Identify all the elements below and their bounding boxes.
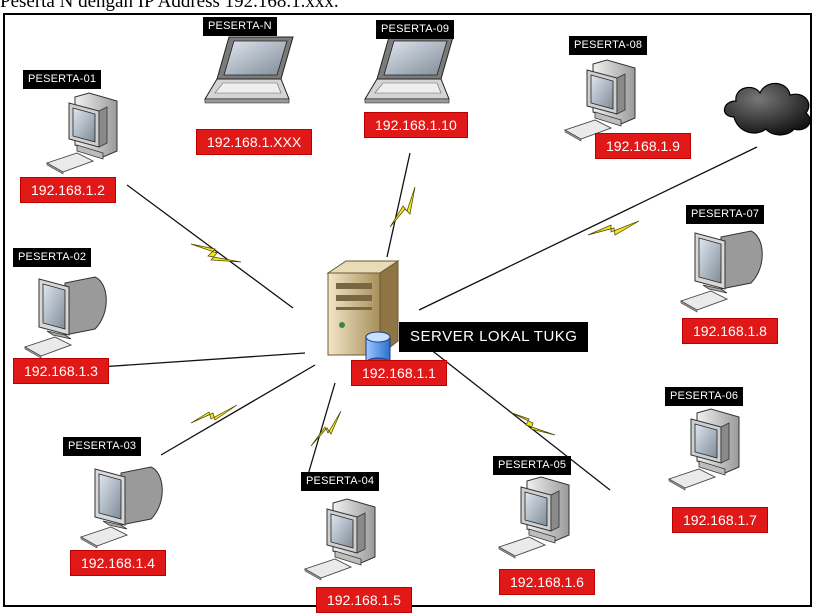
peserta-04-label: PESERTA-04 (301, 472, 379, 491)
peserta-02-label: PESERTA-02 (13, 248, 91, 267)
desktop-computer-icon (565, 60, 635, 141)
peserta-08-ip: 192.168.1.9 (595, 133, 691, 159)
peserta-08-label: PESERTA-08 (569, 36, 647, 55)
peserta-01-ip: 192.168.1.2 (20, 177, 116, 203)
crt-monitor-icon (25, 277, 106, 358)
server-ip-badge: 192.168.1.1 (351, 360, 447, 386)
peserta-01-label: PESERTA-01 (23, 70, 101, 89)
peserta-04-ip: 192.168.1.5 (316, 587, 412, 613)
server-name-label: SERVER LOKAL TUKG (399, 322, 588, 352)
peserta-n-ip: 192.168.1.XXX (196, 129, 312, 155)
crt-monitor-icon (81, 467, 162, 548)
crt-monitor-icon (681, 231, 762, 312)
peserta-07-ip: 192.168.1.8 (682, 318, 778, 344)
peserta-n-label: PESERTA-N (203, 17, 277, 36)
peserta-03-label: PESERTA-03 (63, 437, 141, 456)
peserta-09-ip: 192.168.1.10 (364, 112, 468, 138)
laptop-icon (365, 37, 453, 103)
peserta-05-ip: 192.168.1.6 (499, 569, 595, 595)
desktop-computer-icon (305, 499, 375, 580)
figure-caption: Peserta N dengan IP Address 192.168.1.xx… (0, 0, 339, 13)
peserta-09-label: PESERTA-09 (376, 20, 454, 39)
peserta-07-label: PESERTA-07 (686, 205, 764, 224)
peserta-06-ip: 192.168.1.7 (672, 507, 768, 533)
laptop-icon (205, 37, 293, 103)
desktop-computer-icon (669, 409, 739, 490)
desktop-computer-icon (499, 477, 569, 558)
network-diagram: SERVER LOKAL TUKG 192.168.1.1 PESERTA-01… (3, 13, 812, 607)
peserta-05-label: PESERTA-05 (493, 456, 571, 475)
peserta-03-ip: 192.168.1.4 (70, 550, 166, 576)
peserta-06-label: PESERTA-06 (665, 387, 743, 406)
peserta-02-ip: 192.168.1.3 (13, 358, 109, 384)
desktop-computer-icon (47, 93, 117, 174)
